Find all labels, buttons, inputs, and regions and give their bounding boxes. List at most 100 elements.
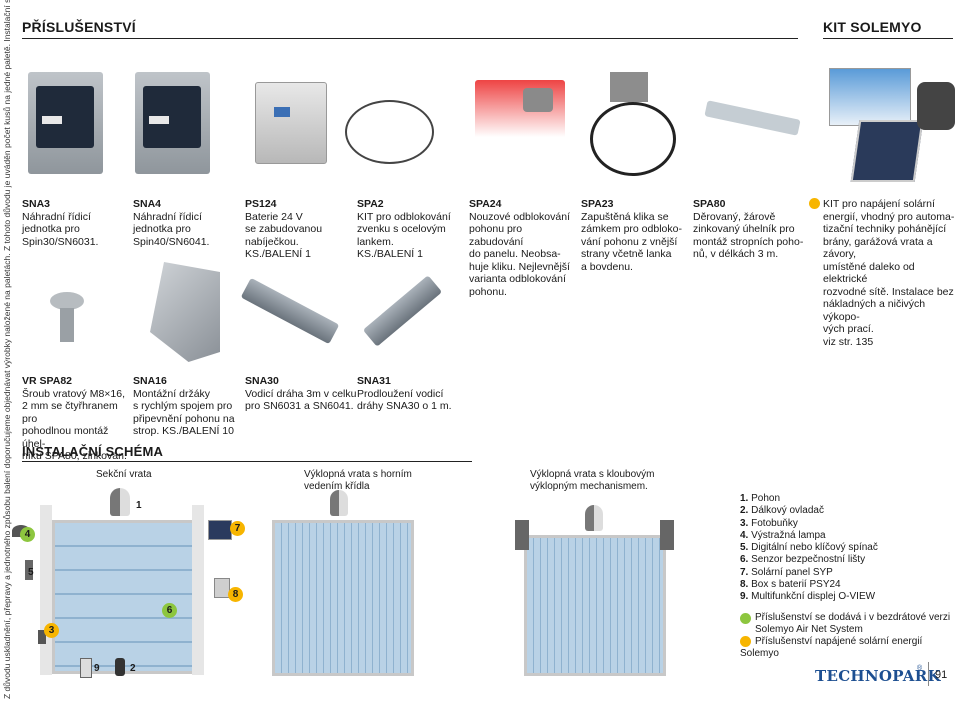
gate1-wall-left	[40, 505, 52, 675]
product-desc: Montážní držáky s rychlým spojem pro při…	[133, 387, 235, 438]
product-sna3: SNA3 Náhradní řídicí jednotka pro Spin30…	[22, 198, 122, 248]
legend-item: 9. Multifunkční displej O-VIEW	[740, 591, 876, 603]
product-desc: KIT pro odblokování zvenku s ocelovým la…	[357, 210, 451, 261]
kit-rule	[823, 38, 953, 39]
legend-note-wireless: Příslušenství se dodává i v bezdrátové v…	[740, 612, 950, 636]
product-ps124: PS124 Baterie 24 V se zabudovanou nabíje…	[245, 198, 345, 261]
product-sna4: SNA4 Náhradní řídicí jednotka pro Spin40…	[133, 198, 233, 248]
product-desc: Vodicí dráha 3m v celku pro SN6031 a SN6…	[245, 387, 357, 413]
number-6-badge: 6	[162, 603, 177, 618]
page-number: 91	[935, 669, 948, 681]
legend-item: 6. Senzor bezpečnostní lišty	[740, 554, 866, 566]
legend-note-text: Příslušenství se dodává i v bezdrátové v…	[755, 612, 951, 635]
tilt-gate-top-guided-illustration	[272, 520, 414, 676]
product-desc: Baterie 24 V se zabudovanou nabíječkou. …	[245, 210, 323, 261]
battery-ps124-image	[255, 82, 327, 164]
product-spa23: SPA23 Zapuštěná klika se zámkem pro odbl…	[581, 198, 689, 273]
install-rule	[22, 461, 472, 462]
product-desc: Náhradní řídicí jednotka pro Spin40/SN60…	[133, 210, 210, 248]
legend-item: 7. Solární panel SYP	[740, 566, 833, 578]
number-1: 1	[136, 500, 142, 511]
product-code: SNA31	[357, 375, 391, 387]
solar-panel-icon	[208, 520, 232, 540]
product-sna30: SNA30 Vodicí dráha 3m v celku pro SN6031…	[245, 375, 360, 413]
product-desc: Prodloužení vodicí dráhy SNA30 o 1 m.	[357, 387, 452, 413]
gate1-label: Sekční vrata	[96, 469, 152, 480]
product-desc: Děrovaný, žárově zinkovaný úhelník pro m…	[693, 210, 804, 261]
gate2-label: Výklopná vrata s horním vedením křídla	[304, 469, 412, 492]
kit-title: KIT SOLEMYO	[823, 19, 922, 35]
gate3-arm-left	[515, 520, 529, 550]
legend-list: 1. Pohon 2. Dálkový ovladač 3. Fotobuňky…	[740, 493, 878, 604]
display-oview-icon	[80, 658, 92, 678]
product-code: SPA23	[581, 198, 614, 210]
bracket-sna16-image	[150, 262, 220, 362]
product-sna31: SNA31 Prodloužení vodicí dráhy SNA30 o 1…	[357, 375, 467, 413]
angle-bar-spa80-image	[704, 100, 801, 136]
legend-note-text: Příslušenství napájené solární energií S…	[740, 636, 923, 660]
brand-logo: TECHNOPARK	[815, 667, 941, 685]
legend-item: 2. Dálkový ovladač	[740, 505, 824, 517]
solar-note-icon	[740, 636, 751, 647]
solar-indicator-icon	[809, 198, 820, 209]
product-spa24: SPA24 Nouzové odblokování pohonu pro zab…	[469, 198, 577, 298]
rail-sna31-image	[362, 275, 443, 347]
number-3-badge: 3	[44, 623, 59, 638]
legend-item: 8. Box s baterií PSY24	[740, 579, 841, 591]
product-spa2: SPA2 KIT pro odblokování zvenku s ocelov…	[357, 198, 462, 261]
motor-icon	[110, 488, 130, 516]
gate1-wall-right	[192, 505, 204, 675]
gate2-motor-icon	[330, 490, 348, 516]
photocell-icon	[38, 630, 46, 644]
gate3-arm-right	[660, 520, 674, 550]
rail-sna30-image	[240, 277, 340, 345]
product-desc: Nouzové odblokování pohonu pro zabudován…	[469, 210, 570, 298]
number-2: 2	[130, 663, 136, 674]
remote-control-icon	[115, 658, 125, 676]
product-code: SPA2	[357, 198, 384, 210]
legend-note-solar: Příslušenství napájené solární energií S…	[740, 636, 960, 660]
kit-description: KIT pro napájení solární energií, vhodný…	[823, 198, 955, 348]
release-kit-spa2-image	[345, 100, 434, 164]
install-title: INSTALAČNÍ SCHÉMA	[22, 444, 164, 459]
number-7-badge: 7	[230, 521, 245, 536]
handle-spa23-image	[585, 72, 680, 176]
product-sna16: SNA16 Montážní držáky s rychlým spojem p…	[133, 375, 243, 438]
legend-item: 4. Výstražná lampa	[740, 529, 826, 541]
product-code: SPA80	[693, 198, 726, 210]
product-code: SNA4	[133, 198, 162, 210]
gate3-label: Výklopná vrata s kloubovým výklopným mec…	[530, 469, 655, 492]
product-desc: Šroub vratový M8×16, 2 mm se čtyřhranem …	[22, 387, 127, 463]
solemyo-kit-image	[825, 62, 957, 182]
product-code: VR SPA82	[22, 375, 72, 387]
accessories-title: PŘÍSLUŠENSTVÍ	[22, 19, 136, 35]
emergency-release-spa24-image	[475, 80, 565, 175]
accessories-rule	[22, 38, 798, 39]
product-spa82: VR SPA82 Šroub vratový M8×16, 2 mm se čt…	[22, 375, 132, 463]
brand-registered-mark: ®	[917, 665, 923, 672]
product-spa80: SPA80 Děrovaný, žárově zinkovaný úhelník…	[693, 198, 805, 261]
side-note: Z důvodu uskladnění, přepravy a jednotné…	[2, 0, 12, 699]
number-8-badge: 8	[228, 587, 243, 602]
product-code: SPA24	[469, 198, 502, 210]
product-code: SNA16	[133, 375, 167, 387]
number-9: 9	[94, 663, 100, 674]
key-switch-icon	[25, 560, 33, 580]
wireless-indicator-icon	[740, 613, 751, 624]
control-unit-sna3-image	[28, 72, 103, 174]
tilt-gate-articulated-illustration	[524, 535, 666, 676]
legend-item: 3. Fotobuňky	[740, 517, 798, 529]
product-code: SNA30	[245, 375, 279, 387]
sectional-gate-illustration	[52, 520, 198, 674]
product-code: SNA3	[22, 198, 51, 210]
product-desc: Náhradní řídicí jednotka pro Spin30/SN60…	[22, 210, 99, 248]
product-desc: Zapuštěná klika se zámkem pro odbloko- v…	[581, 210, 682, 273]
number-5: 5	[28, 567, 34, 578]
gate3-motor-icon	[585, 505, 603, 531]
footer-divider	[928, 662, 929, 686]
number-4-badge: 4	[20, 527, 35, 542]
product-code: PS124	[245, 198, 277, 210]
control-unit-sna4-image	[135, 72, 210, 174]
legend-item: 5. Digitální nebo klíčový spínač	[740, 542, 878, 554]
legend-item: 1. Pohon	[740, 493, 781, 504]
